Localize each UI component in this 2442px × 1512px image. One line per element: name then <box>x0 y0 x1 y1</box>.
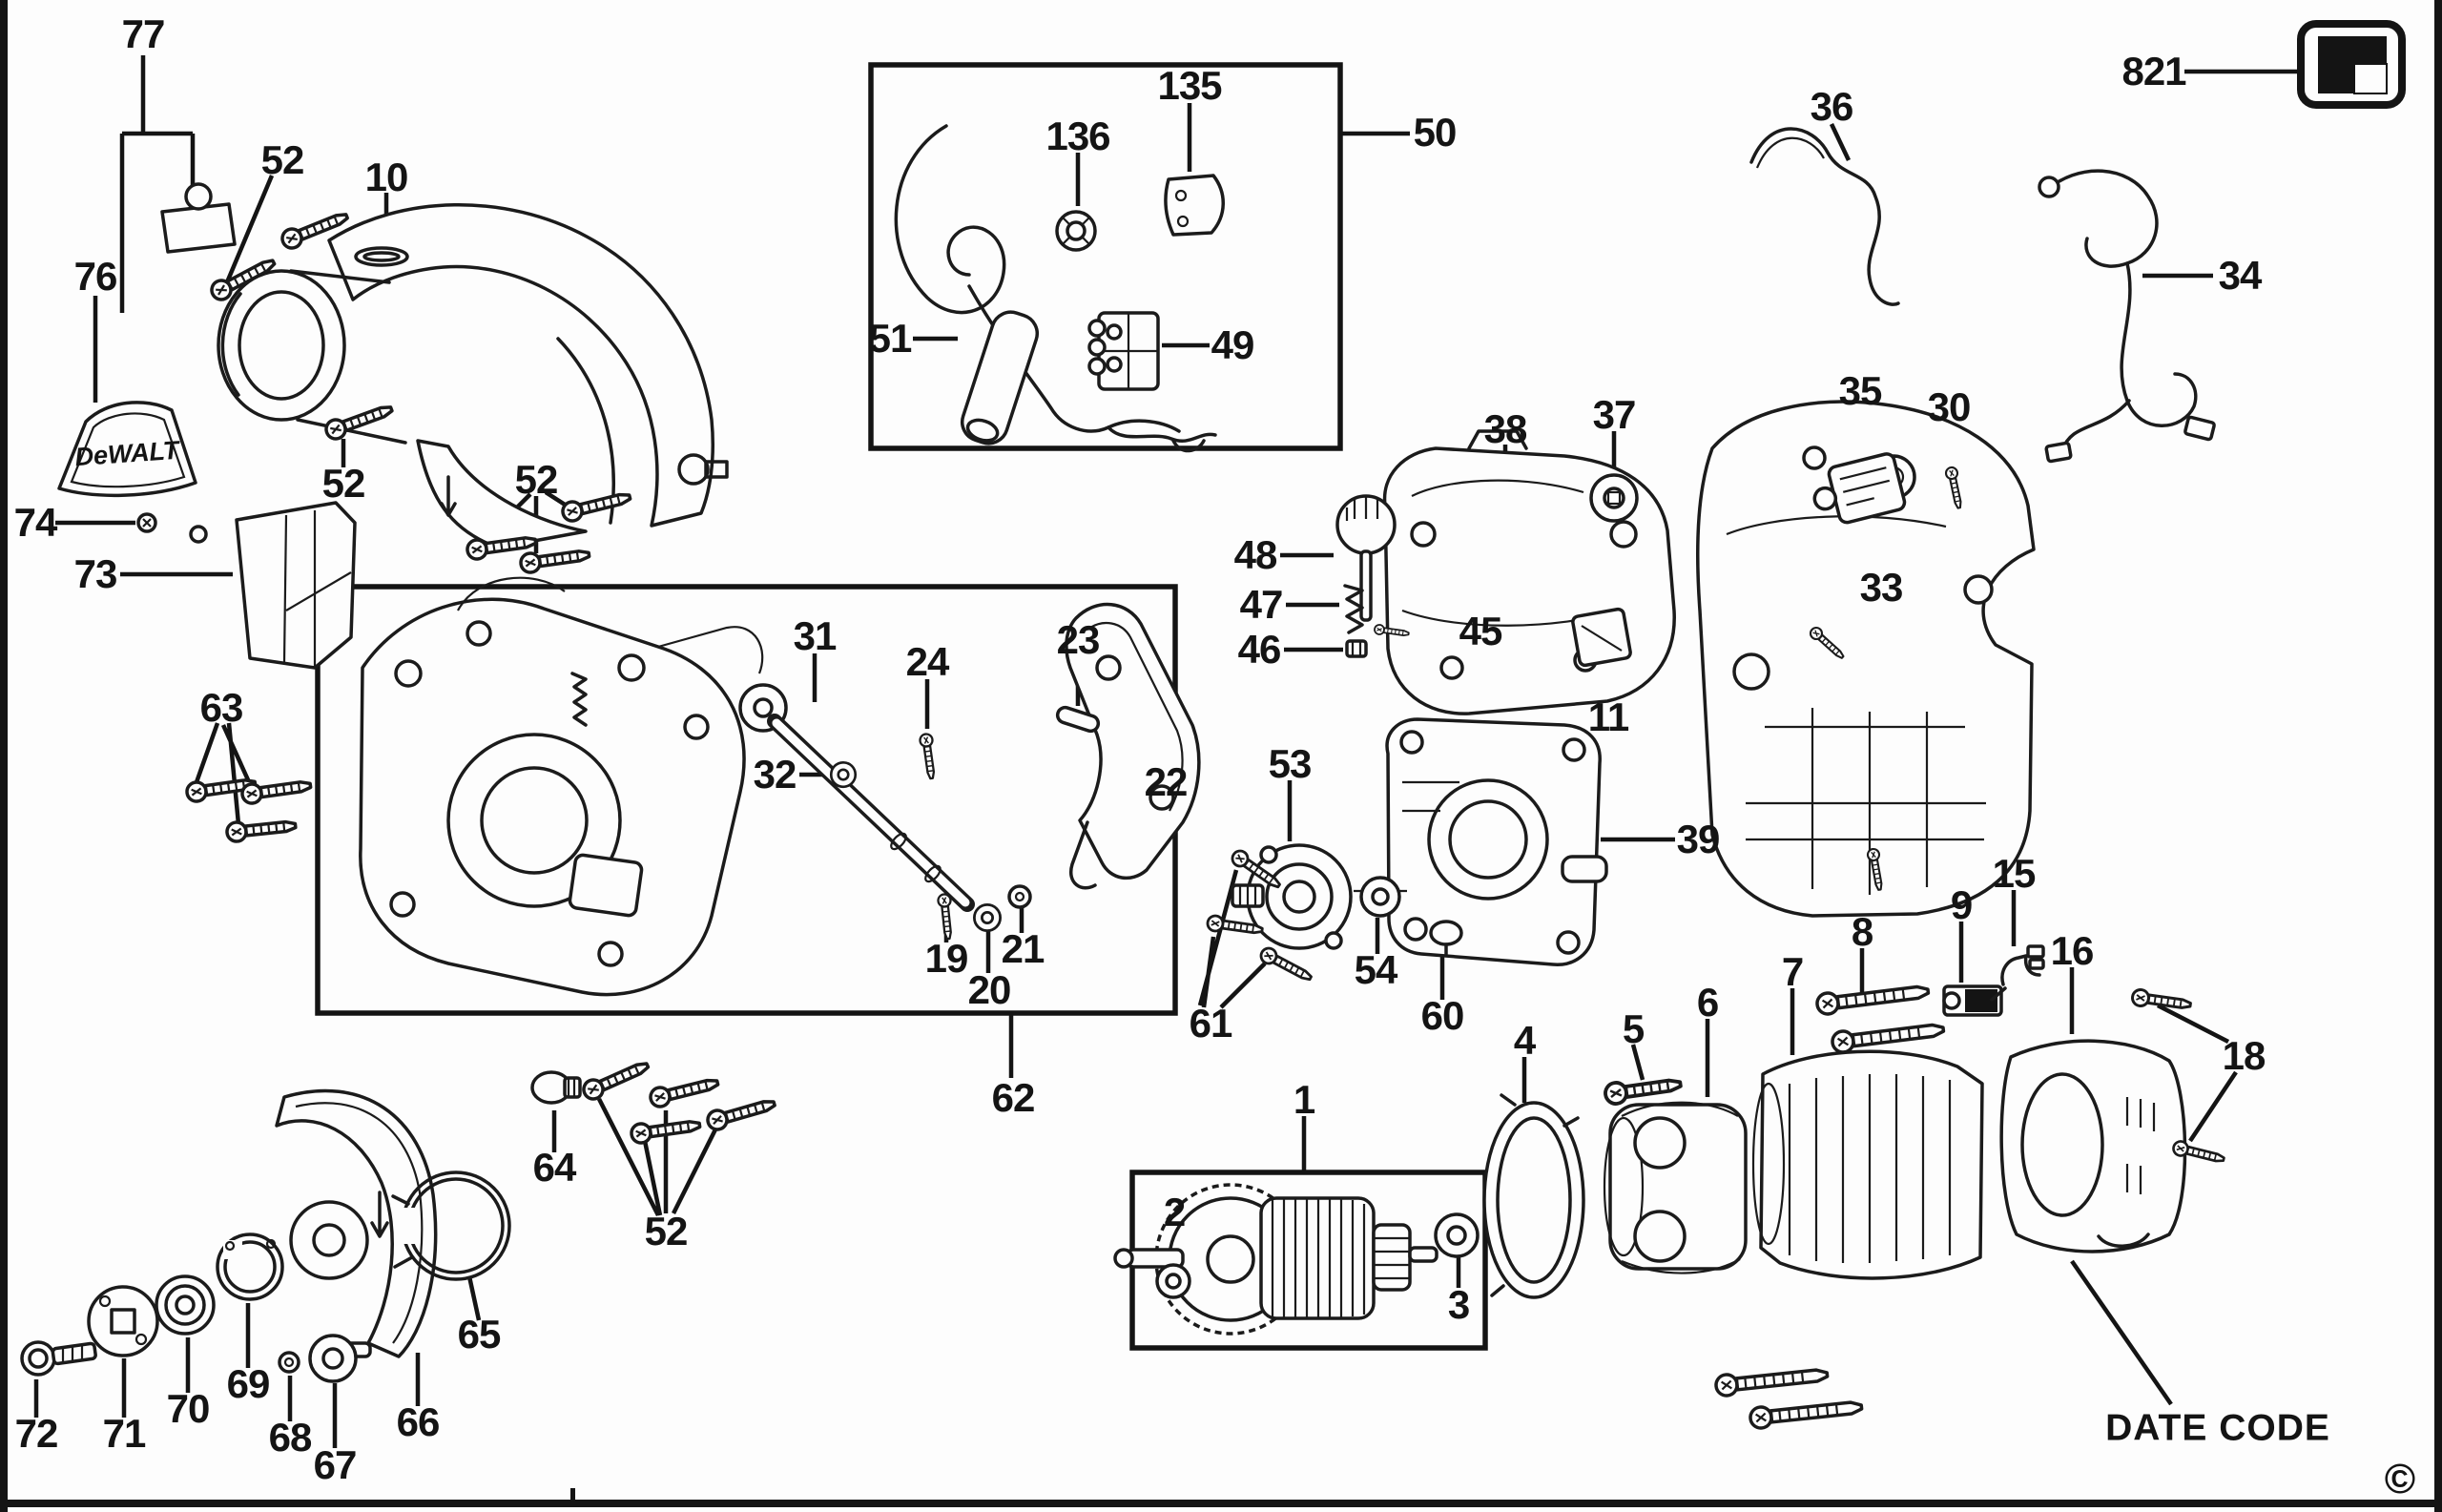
part-label-31: 31 <box>793 613 838 658</box>
part-label-3: 3 <box>1447 1282 1470 1327</box>
leader-lines <box>33 55 2297 1448</box>
part-label-77: 77 <box>121 11 166 56</box>
part-label-36: 36 <box>1810 84 1854 129</box>
part-label-7: 7 <box>1781 949 1804 994</box>
part-label-5: 5 <box>1622 1006 1645 1051</box>
part-label-136: 136 <box>1045 114 1110 158</box>
part-label-48: 48 <box>1233 532 1278 577</box>
part-label-63: 63 <box>199 685 244 730</box>
part-label-9: 9 <box>1950 882 1973 927</box>
part-label-53: 53 <box>1268 741 1313 786</box>
guard-spring-drawing <box>391 1170 511 1281</box>
part-label-8: 8 <box>1851 909 1873 954</box>
part-label-70: 70 <box>166 1386 211 1431</box>
part-label-35: 35 <box>1838 368 1883 413</box>
part-label-45: 45 <box>1459 609 1503 653</box>
part-label-19: 19 <box>924 936 969 981</box>
part-label-4: 4 <box>1513 1018 1536 1063</box>
spindle-lock-parts <box>1335 494 1411 658</box>
part-label-34: 34 <box>2218 253 2263 298</box>
part-label-60: 60 <box>1420 993 1465 1038</box>
part-label-16: 16 <box>2050 928 2095 973</box>
part-label-52: 52 <box>260 137 305 182</box>
service-logo-icon <box>2297 20 2406 109</box>
part-label-51: 51 <box>868 316 913 361</box>
switch-housing-drawing <box>1382 429 1676 715</box>
part-label-30: 30 <box>1927 384 1972 429</box>
part-label-46: 46 <box>1237 627 1282 672</box>
part-label-32: 32 <box>753 752 797 797</box>
part-label-21: 21 <box>1001 926 1045 971</box>
part-label-47: 47 <box>1239 582 1284 627</box>
part-label-39: 39 <box>1676 817 1721 861</box>
part-label-15: 15 <box>1992 851 2037 896</box>
part-label-68: 68 <box>268 1415 313 1460</box>
armature-drawing <box>1113 1183 1480 1336</box>
part-label-821: 821 <box>2121 49 2186 93</box>
part-label-67: 67 <box>313 1442 358 1487</box>
part-label-2: 2 <box>1163 1190 1186 1234</box>
gearcase-half-drawing <box>359 576 764 997</box>
part-label-64: 64 <box>532 1145 577 1190</box>
wire-harness-drawing <box>2038 169 2216 464</box>
part-label-24: 24 <box>905 639 950 684</box>
shoe-bracket-drawing <box>136 501 357 670</box>
main-housing-drawing <box>1696 400 2036 918</box>
copyright-symbol: © <box>2384 1456 2416 1502</box>
baffle-drawing <box>1482 1093 1585 1299</box>
depth-rod-drawing <box>738 683 975 912</box>
upper-guard-drawing <box>160 182 729 549</box>
part-label-33: 33 <box>1859 565 1904 610</box>
cord-set-drawing <box>894 124 1225 453</box>
brush-drawing <box>1942 984 2003 1017</box>
arbor-parts-drawings <box>20 1054 779 1383</box>
part-label-62: 62 <box>991 1075 1036 1120</box>
part-label-52: 52 <box>321 461 366 506</box>
lever-drawing <box>1065 602 1201 890</box>
part-label-52: 52 <box>644 1209 689 1253</box>
part-label-23: 23 <box>1056 617 1101 662</box>
pivot-pins <box>829 705 1101 941</box>
part-label-76: 76 <box>73 254 118 299</box>
part-label-11: 11 <box>1587 694 1629 739</box>
date-code-label: DATE CODE <box>2105 1407 2330 1449</box>
part-label-1: 1 <box>1293 1077 1315 1122</box>
part-label-54: 54 <box>1354 947 1398 992</box>
part-label-18: 18 <box>2222 1033 2266 1078</box>
field-drawing <box>1603 1101 1748 1274</box>
brush-terminal-drawing <box>1990 944 2045 1002</box>
motor-housing-drawing <box>1751 1049 1984 1280</box>
part-label-73: 73 <box>73 551 118 596</box>
part-label-66: 66 <box>396 1399 441 1444</box>
brand-label-drawing <box>57 401 197 498</box>
part-label-10: 10 <box>364 155 409 199</box>
part-label-61: 61 <box>1189 1001 1233 1046</box>
part-label-49: 49 <box>1211 322 1255 367</box>
part-label-74: 74 <box>13 500 58 545</box>
part-label-72: 72 <box>14 1411 59 1456</box>
bearing-retainer-drawing <box>1205 843 1353 986</box>
small-handle-parts <box>1571 452 1966 892</box>
part-label-52: 52 <box>514 457 559 502</box>
part-label-65: 65 <box>457 1312 502 1357</box>
lead-wire-drawing <box>1749 127 1900 306</box>
part-label-50: 50 <box>1413 110 1458 155</box>
part-label-135: 135 <box>1157 63 1222 108</box>
gear-case-drawing <box>1385 717 1608 966</box>
part-label-20: 20 <box>967 967 1012 1012</box>
o-ring-drawing <box>354 246 409 267</box>
part-label-6: 6 <box>1696 980 1719 1025</box>
part-label-22: 22 <box>1144 759 1189 804</box>
part-label-38: 38 <box>1483 406 1528 451</box>
cord-set-assembly-box <box>868 62 1343 451</box>
part-label-69: 69 <box>226 1361 271 1406</box>
end-cap-drawing <box>1999 1039 2187 1253</box>
grommet-and-plug <box>1354 876 1463 956</box>
lower-guard-drawing <box>275 1088 438 1358</box>
part-label-37: 37 <box>1592 392 1637 437</box>
part-label-71: 71 <box>102 1411 147 1456</box>
